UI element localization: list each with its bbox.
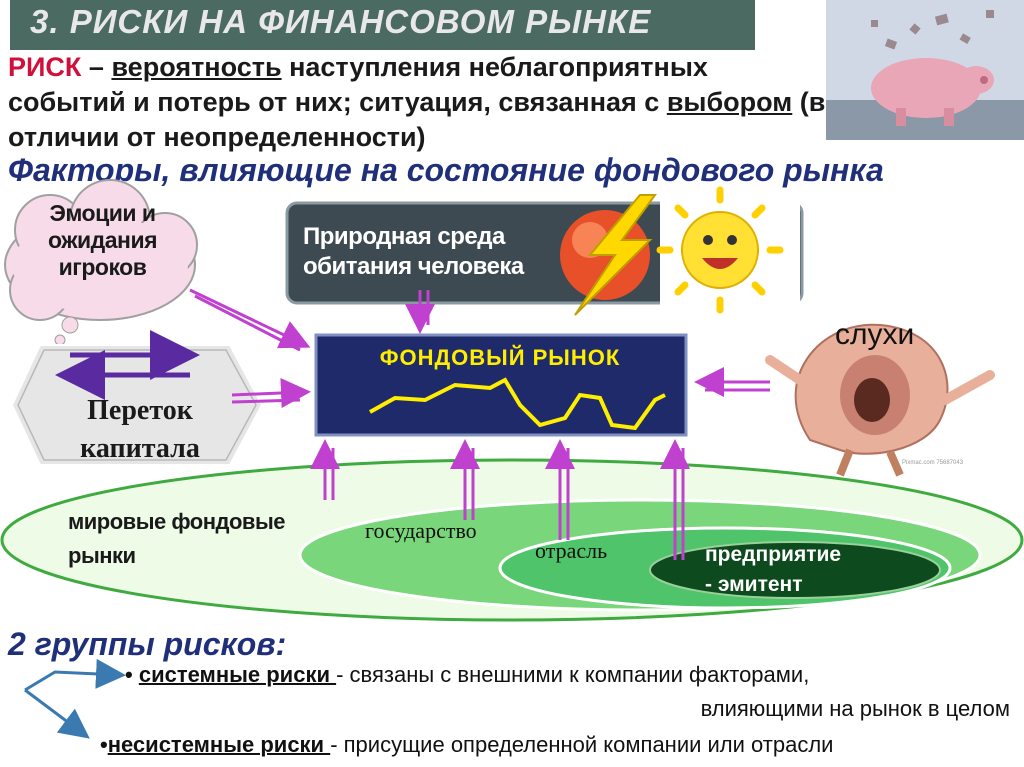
nonsystemic-risks-item: •несистемные риски - присущие определенн…	[100, 732, 834, 757]
probability-word: вероятность	[111, 52, 282, 82]
market-line	[369, 377, 666, 431]
choice-word: выбором	[666, 87, 793, 117]
arrow-capital	[231, 377, 311, 408]
arrow-nonsystemic	[24, 688, 90, 739]
ear-caption: Pixmac.com 75687043	[902, 460, 964, 466]
rumors-label: слухи	[835, 318, 915, 351]
enterprise-ellipse	[649, 541, 941, 599]
title-bar	[10, 0, 755, 50]
ear-image	[760, 305, 1020, 477]
arrow-systemic	[24, 658, 126, 692]
market-label: ФОНДОВЫЙ РЫНОК	[379, 345, 621, 370]
industry-label: отрасль	[535, 538, 608, 563]
piggy-bank-image	[826, 0, 1024, 140]
market-box	[314, 333, 688, 437]
slide-title: 3. РИСКИ НА ФИНАНСОВОМ РЫНКЕ	[30, 3, 652, 40]
systemic-risks-term: системные риски	[138, 662, 337, 687]
systemic-risks-item: • системные риски - связаны с внешними к…	[125, 662, 810, 687]
arrow-emotions	[189, 288, 311, 349]
emotions-cloud	[4, 179, 198, 346]
capital-label: Переток капитала	[80, 395, 200, 464]
risk-term: РИСК	[8, 52, 82, 82]
risk-definition: РИСК – вероятность наступления неблагопр…	[8, 52, 826, 152]
systemic-risks-continuation: влияющими на рынок в целом	[700, 696, 1010, 721]
enterprise-label: предприятие - эмитент	[705, 543, 842, 596]
lightning-bolt	[574, 194, 657, 316]
state-label: государство	[365, 518, 477, 543]
risk-groups-heading: 2 группы рисков:	[8, 626, 287, 662]
emotions-label: Эмоции и ожидания игроков	[47, 200, 158, 280]
factors-heading: Факторы, влияющие на состояние фондового…	[8, 152, 884, 188]
world-markets-label: мировые фондовые рынки	[68, 509, 285, 568]
nonsystemic-risks-term: несистемные риски	[107, 732, 331, 757]
environment-label: Природная среда обитания человека	[303, 223, 524, 280]
sun-face	[656, 186, 784, 314]
